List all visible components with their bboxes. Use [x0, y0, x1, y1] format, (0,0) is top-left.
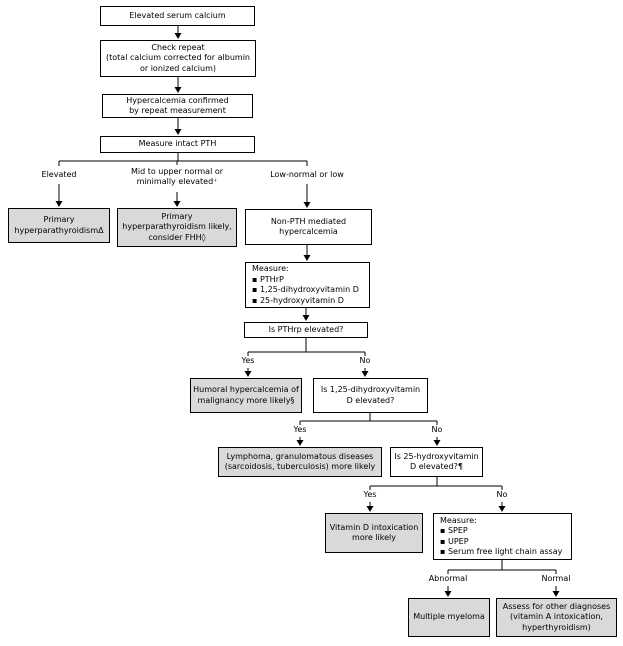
node-is-25-hydroxyvitamin-d-elevated: Is 25-hydroxyvitamin D elevated?¶	[390, 447, 483, 477]
node-humoral-hypercalcemia: Humoral hypercalcemia of malignancy more…	[190, 378, 302, 413]
node-hypercalcemia-confirmed: Hypercalcemia confirmed by repeat measur…	[102, 94, 253, 118]
branch-label-d125-yes: Yes	[293, 425, 307, 434]
node-vitamin-d-intoxication: Vitamin D intoxication more likely	[325, 513, 423, 553]
branch-label-mid-upper-normal: Mid to upper normal or minimally elevate…	[130, 167, 224, 186]
branch-label-elevated: Elevated	[41, 170, 77, 179]
node-primary-hyperparathyroidism: Primary hyperparathyroidismΔ	[8, 208, 110, 243]
branch-label-d125-no: No	[431, 425, 443, 434]
node-check-repeat: Check repeat (total calcium corrected fo…	[100, 40, 256, 77]
branch-label-normal: Normal	[541, 574, 571, 583]
node-is-125-dihydroxyvitamin-d-elevated: Is 1,25-dihydroxyvitamin D elevated?	[313, 378, 428, 413]
branch-label-pthrp-no: No	[359, 356, 371, 365]
node-lymphoma-granulomatous: Lymphoma, granulomatous diseases (sarcoi…	[218, 447, 382, 477]
node-multiple-myeloma: Multiple myeloma	[408, 598, 490, 637]
node-measure-vitamin-panel: Measure: ▪ PTHrP ▪ 1,25-dihydroxyvitamin…	[245, 262, 370, 308]
branch-label-d25-yes: Yes	[363, 490, 377, 499]
node-non-pth-mediated: Non-PTH mediated hypercalcemia	[245, 209, 372, 245]
node-measure-intact-pth: Measure intact PTH	[100, 136, 255, 153]
branch-label-d25-no: No	[496, 490, 508, 499]
node-primary-hyperparathyroidism-likely: Primary hyperparathyroidism likely, cons…	[117, 208, 237, 247]
branch-label-pthrp-yes: Yes	[241, 356, 255, 365]
branch-label-low-normal: Low-normal or low	[270, 170, 344, 179]
node-elevated-serum-calcium: Elevated serum calcium	[100, 6, 255, 26]
branch-label-abnormal: Abnormal	[428, 574, 468, 583]
node-assess-other-diagnoses: Assess for other diagnoses (vitamin A in…	[496, 598, 617, 637]
node-measure-protein-panel: Measure: ▪ SPEP ▪ UPEP ▪ Serum free ligh…	[433, 513, 572, 560]
node-is-pthrp-elevated: Is PTHrp elevated?	[244, 322, 368, 338]
